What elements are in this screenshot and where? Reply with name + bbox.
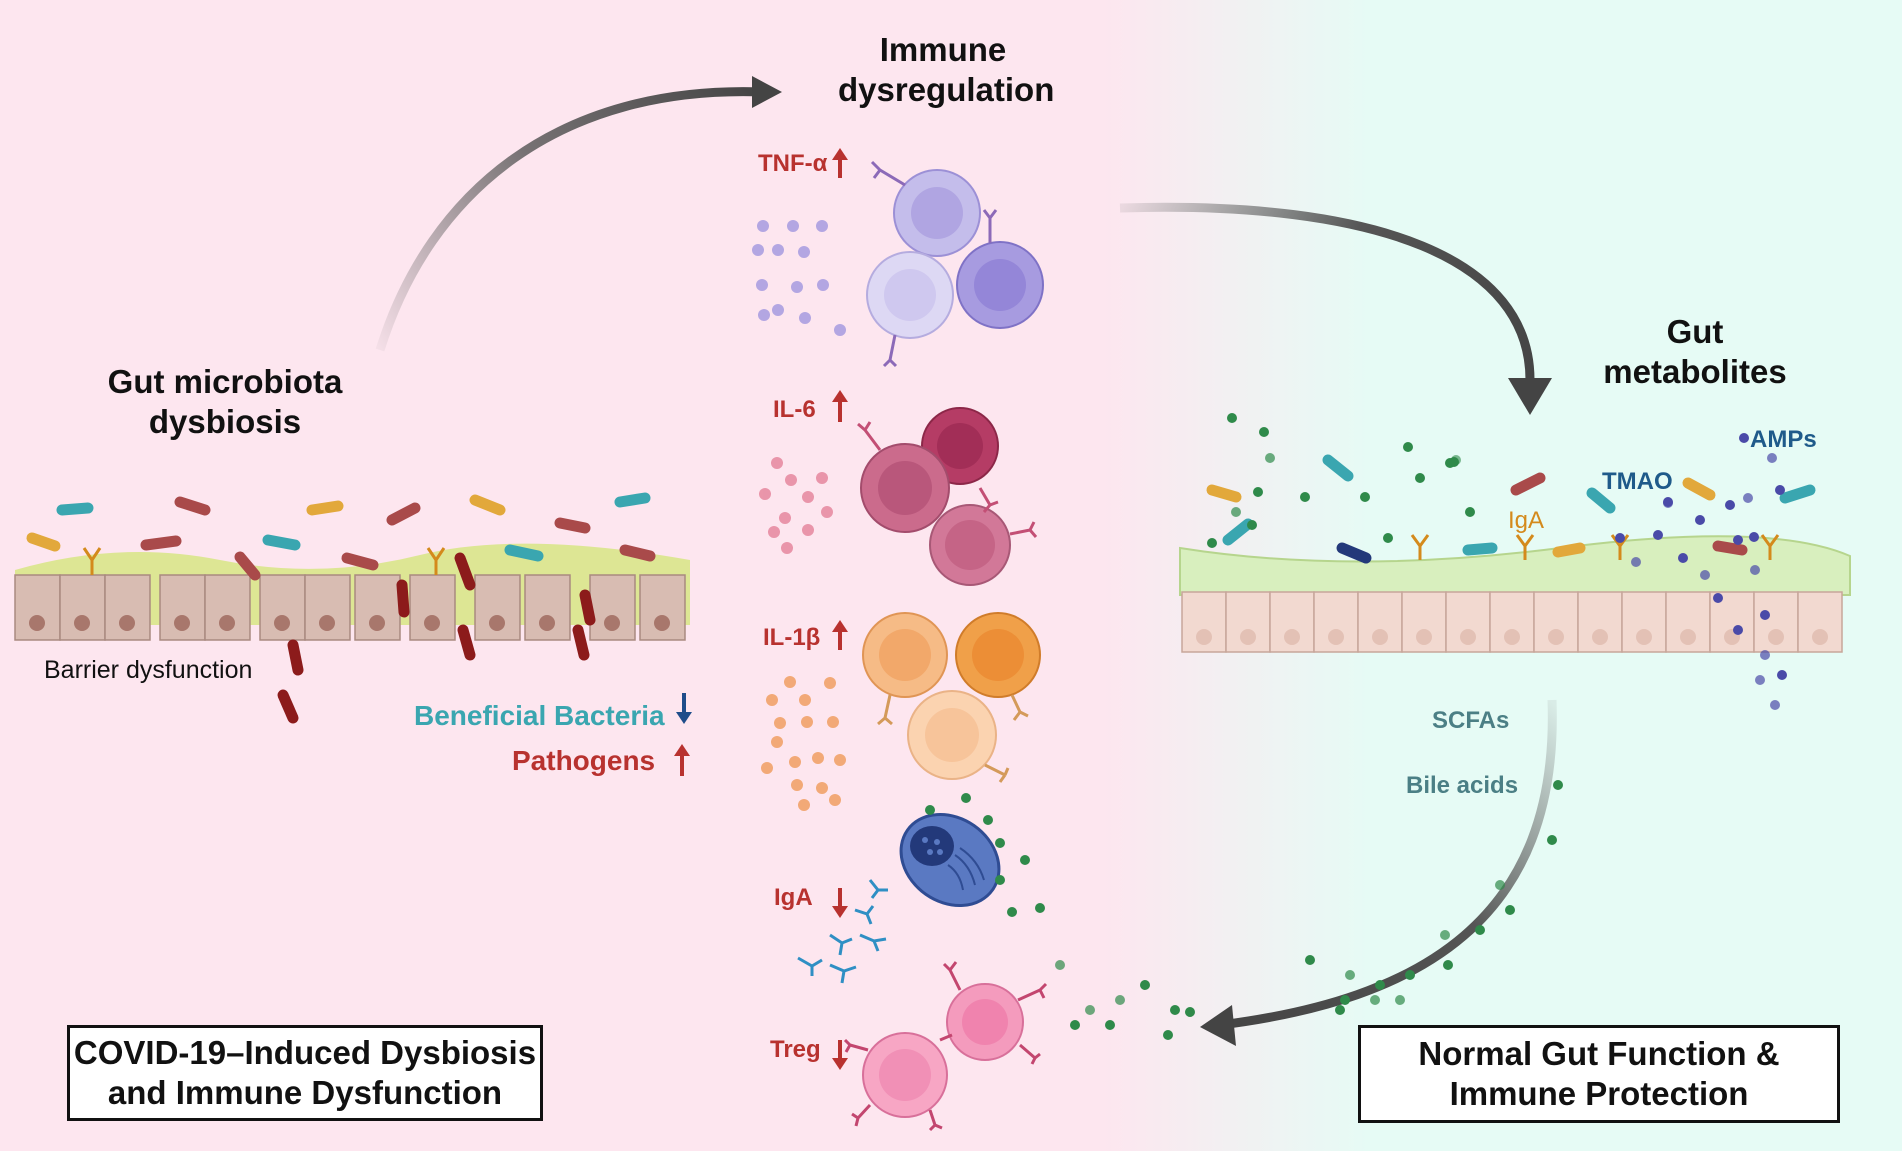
iga-label: IgA <box>774 884 813 911</box>
scfas-label: SCFAs <box>1432 707 1510 734</box>
title-line: Immune <box>879 31 1007 68</box>
il6-cells <box>759 407 1038 586</box>
barrier-dysfunction-label: Barrier dysfunction <box>44 656 253 684</box>
metabolite-flow-dots <box>1305 780 1563 1015</box>
amps-label: AMPs <box>1750 426 1817 453</box>
bile-acids-label: Bile acids <box>1406 772 1519 799</box>
tnf-up-arrow <box>832 148 848 178</box>
il1b-cells <box>761 612 1041 811</box>
left-epithelium <box>14 492 690 724</box>
immune-dysregulation-title: Immune dysregulation <box>838 30 1055 110</box>
il6-up-arrow <box>832 390 848 422</box>
covid-dysbiosis-box: COVID-19–Induced Dysbiosis and Immune Dy… <box>67 1025 543 1121</box>
title-line: Gut <box>1666 313 1724 350</box>
title-line: Gut microbiota <box>107 363 343 400</box>
bacteria-left <box>26 492 656 724</box>
box-line: and Immune Dysfunction <box>107 1074 503 1111</box>
gut-metabolites-title: Gut metabolites <box>1580 312 1810 392</box>
arrowhead-immune-to-metabolites <box>1508 378 1552 415</box>
treg-down-arrow <box>832 1040 848 1070</box>
tmao-label: TMAO <box>1602 468 1673 495</box>
il1b-up-arrow <box>832 620 848 650</box>
title-line: metabolites <box>1603 353 1787 390</box>
title-line: dysbiosis <box>148 403 302 440</box>
il6-label: IL-6 <box>773 396 816 423</box>
arrow-immune-to-metabolites <box>1119 202 1535 381</box>
tnf-cells <box>752 160 1044 368</box>
treg-label: Treg <box>770 1036 821 1063</box>
metabolite-dots-green <box>1207 413 1475 548</box>
arrow-metabolites-to-treg <box>1219 699 1557 1030</box>
right-epithelium <box>1179 413 1851 1015</box>
tnf-alpha-label: TNF-α <box>758 150 828 177</box>
beneficial-bacteria-label: Beneficial Bacteria <box>414 700 665 731</box>
arrowhead-metabolites-to-treg <box>1200 1005 1236 1046</box>
treg-cells <box>843 960 1195 1132</box>
beneficial-down-arrow <box>676 693 692 724</box>
iga-right-label: IgA <box>1508 507 1545 534</box>
title-line: dysregulation <box>838 71 1055 108</box>
plasma-cell <box>797 793 1045 984</box>
box-line: Immune Protection <box>1449 1075 1749 1112</box>
normal-gut-function-box: Normal Gut Function & Immune Protection <box>1358 1025 1840 1123</box>
bacteria-right <box>1206 454 1816 564</box>
arrowhead-dysbiosis-to-immune <box>752 76 782 108</box>
metabolite-dots-purple <box>1615 433 1787 710</box>
pathogens-label: Pathogens <box>512 745 656 776</box>
box-line: COVID-19–Induced Dysbiosis <box>73 1034 537 1071</box>
pathogens-up-arrow <box>674 744 690 776</box>
iga-down-arrow <box>832 888 848 918</box>
il1b-label: IL-1β <box>763 624 821 651</box>
gut-microbiota-title: Gut microbiota dysbiosis <box>95 362 355 442</box>
arrow-dysbiosis-to-immune <box>375 87 763 352</box>
box-line: Normal Gut Function & <box>1418 1035 1780 1072</box>
